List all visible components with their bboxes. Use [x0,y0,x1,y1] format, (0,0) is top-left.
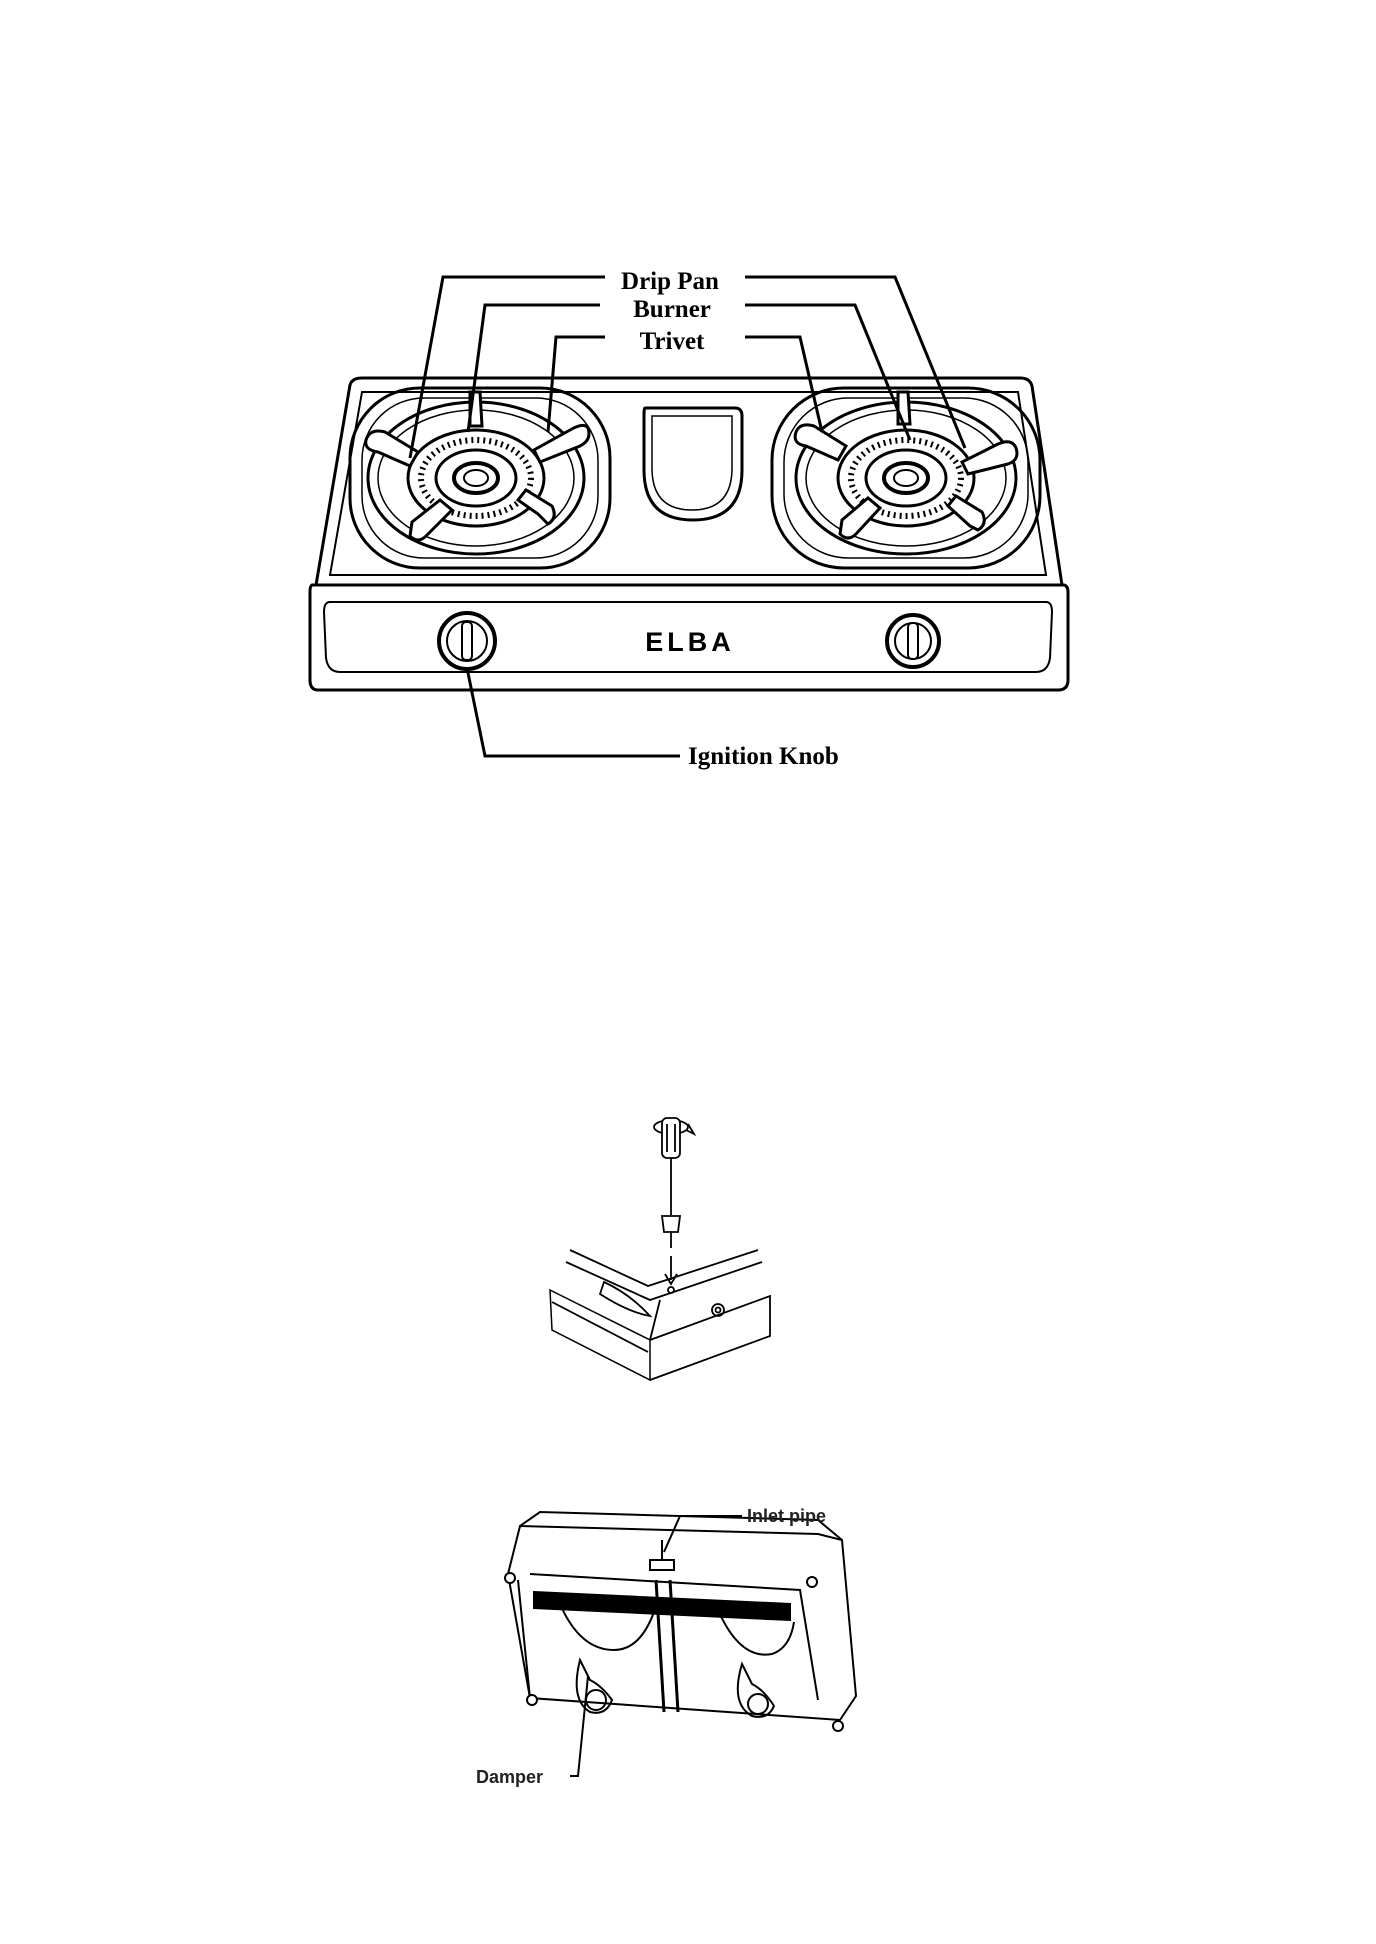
right-damper-valve [738,1664,774,1717]
label-damper: Damper [476,1767,543,1787]
label-ignition-knob: Ignition Knob [688,743,839,770]
leveling-screw-diagram [550,1118,770,1380]
left-damper-valve [577,1660,612,1713]
screw-icon [662,1216,680,1232]
label-drip-pan: Drip Pan [621,268,719,295]
brand-logo-text: ELBA [645,627,735,657]
left-ignition-knob [439,613,495,669]
right-ignition-knob [887,615,939,667]
screwdriver-icon [662,1118,680,1158]
underside-diagram [505,1512,856,1776]
label-burner: Burner [633,296,711,323]
label-inlet-pipe: Inlet pipe [747,1506,826,1526]
label-trivet: Trivet [640,328,705,355]
